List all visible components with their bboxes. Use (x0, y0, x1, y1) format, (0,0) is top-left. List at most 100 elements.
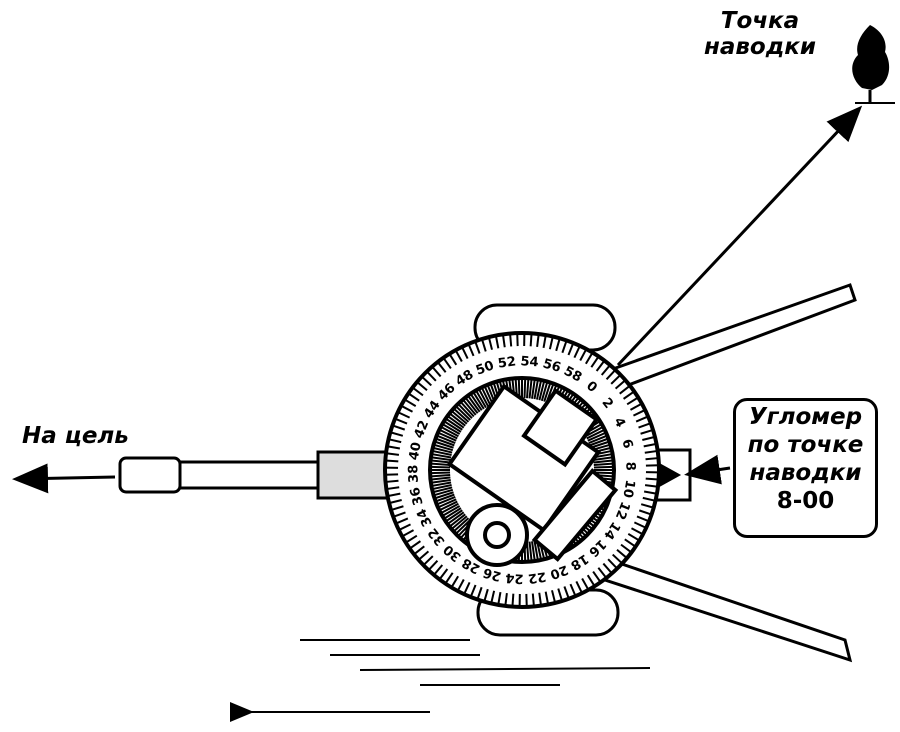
dial-hatch (439, 500, 458, 511)
dial-tick (595, 359, 606, 372)
dial-tick (597, 567, 608, 579)
dial-hatch (431, 471, 451, 475)
dial-hatch (442, 423, 461, 435)
aiming-point-line2: наводки (703, 34, 817, 60)
dial-hatch (458, 403, 473, 419)
dial-hatch (451, 515, 468, 530)
dial-hatch (481, 387, 492, 406)
dial-tick (557, 588, 564, 602)
dial-hatch (528, 541, 533, 561)
target-arrow (12, 463, 116, 494)
dial-hatch (589, 437, 608, 447)
dial-tick (409, 540, 421, 550)
dial-tick (548, 336, 554, 350)
dial-hatch (433, 486, 453, 493)
dial-hatch (455, 406, 471, 421)
dial-hatch (438, 432, 457, 442)
dial-tick (398, 523, 411, 531)
dial-tick (638, 422, 652, 429)
dial-tick (627, 533, 640, 542)
dial-hatch (441, 502, 459, 514)
dial-tick (555, 338, 561, 352)
dial-tick (638, 509, 652, 516)
dial-tick (529, 333, 533, 347)
dial-tick (448, 353, 458, 366)
dial-tick (387, 492, 401, 498)
sight-body (446, 383, 619, 567)
dial-tick (538, 592, 543, 606)
dial-hatch (444, 507, 462, 520)
dial-tick (405, 534, 418, 544)
dial-hatch (470, 393, 483, 411)
dial-hatch (447, 415, 465, 429)
dial-tick (392, 424, 406, 431)
dial-tick (456, 579, 465, 592)
dial-tick (643, 442, 657, 448)
dial-number: 6 (618, 438, 635, 450)
dial-hatch (445, 509, 463, 522)
dial-number: 36 (408, 486, 427, 507)
dial-hatch (540, 382, 549, 402)
dial-hatch (432, 450, 452, 457)
dial-tick (438, 568, 449, 581)
ground-shading (230, 639, 651, 722)
dial-hatch (439, 429, 458, 440)
aiming-point-line1: Точка (720, 8, 800, 34)
dial-number: 20 (548, 561, 570, 581)
dial-tick (461, 346, 469, 359)
dial-hatch (449, 513, 466, 527)
dial-hatch (593, 459, 613, 464)
dial-tick (586, 574, 596, 587)
dial-hatch (531, 541, 536, 561)
dial-number: 26 (481, 564, 503, 583)
dial-number: 58 (561, 364, 584, 386)
dial-tick (497, 591, 502, 606)
dial-tick (487, 336, 493, 350)
dial-hatch (433, 447, 453, 454)
dial-number: 22 (527, 568, 547, 585)
dial-number: 52 (497, 354, 517, 371)
dial-hatch (434, 488, 454, 497)
dial-hatch (441, 426, 459, 438)
dial-tick (416, 381, 428, 392)
dial-tick (411, 386, 424, 397)
dial-hatch (593, 456, 613, 461)
dial-hatch (435, 440, 454, 449)
dial-tick (404, 398, 417, 407)
dial-tick (417, 550, 430, 561)
dial-hatch (475, 390, 487, 409)
goniometer-line3: наводки (749, 460, 862, 486)
dial-hatch (451, 410, 468, 425)
dial-tick (450, 575, 459, 588)
dial-tick (563, 586, 570, 600)
dial-tick (385, 452, 400, 456)
goniometer-arrow (684, 454, 731, 485)
dial-tick (567, 342, 575, 356)
dial-number: 34 (414, 506, 435, 529)
dial-hatch (434, 443, 454, 452)
dial-tick (551, 590, 557, 604)
dial-number: 54 (520, 354, 539, 370)
dial-hatch (462, 399, 477, 416)
dial-tick (390, 505, 404, 512)
dial-hatch (593, 462, 613, 466)
dial-tick (385, 479, 399, 483)
dial-tick (633, 409, 646, 417)
dial-number: 42 (412, 418, 433, 440)
dial-number: 38 (406, 464, 422, 483)
dial-tick (490, 590, 496, 604)
dial-hatch (472, 392, 485, 410)
dial-tick (426, 370, 437, 382)
dial-tick (386, 445, 401, 450)
dial-hatch (444, 420, 462, 433)
dial-tick (631, 527, 644, 536)
dial-number: 12 (612, 499, 633, 521)
dial-tick (592, 571, 602, 583)
goniometer-line1: Угломер (748, 404, 863, 430)
dial-tick (494, 335, 500, 349)
dial-tick (636, 515, 650, 523)
dial-hatch (436, 493, 455, 503)
dial-hatch (442, 505, 461, 517)
dial-hatch (449, 413, 466, 427)
dial-tick (442, 357, 452, 369)
